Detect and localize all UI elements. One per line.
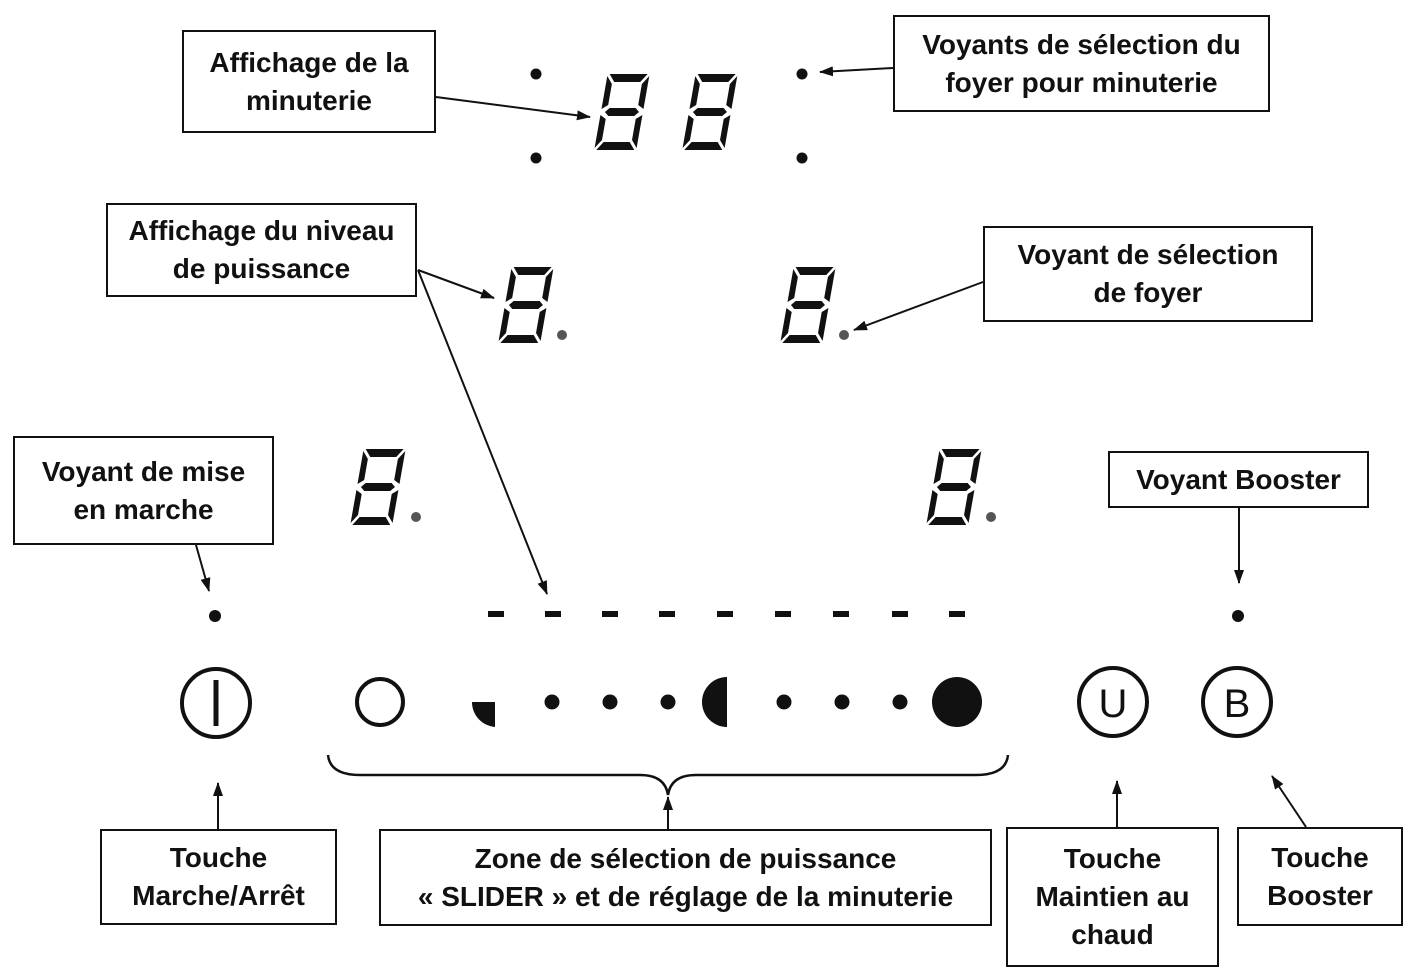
label-booster-key: Touche Booster [1237, 827, 1403, 926]
keep-warm-symbol: U [1099, 682, 1128, 726]
label-keep-warm-key: Touche Maintien au chaud [1006, 827, 1219, 967]
arrow-booster-key [1271, 775, 1307, 828]
arrow-power-display-1 [417, 269, 495, 299]
slider-full-icon [932, 677, 982, 727]
timer-digit-units [682, 74, 738, 150]
arrow-timer-display [435, 96, 591, 121]
slider-dot-5 [834, 694, 850, 710]
slider-dot-4 [776, 694, 792, 710]
timer-digit-tens [594, 74, 650, 150]
keep-warm-key[interactable]: U [1077, 666, 1149, 738]
on-off-key[interactable] [180, 667, 252, 739]
power-icon [180, 667, 252, 739]
timer-zone-led-bottom-right [796, 152, 808, 164]
label-timer-display: Affichage de la minuterie [182, 30, 436, 133]
power-display-rear-right [780, 267, 836, 343]
label-booster-led: Voyant Booster [1108, 451, 1369, 508]
booster-symbol: B [1224, 682, 1251, 726]
label-slider-zone: Zone de sélection de puissance « SLIDER … [379, 829, 992, 926]
decimal-point-rear-right [839, 330, 849, 340]
timer-zone-led-top-left [530, 68, 542, 80]
power-display-front-right [926, 449, 982, 525]
decimal-point-rear-left [557, 330, 567, 340]
arrow-power-on-led [195, 544, 211, 592]
power-slider[interactable] [355, 677, 982, 727]
arrow-timer-zone-leds [819, 66, 894, 77]
power-display-rear-left [498, 267, 554, 343]
booster-led [1232, 610, 1244, 622]
booster-icon [1201, 666, 1273, 738]
power-display-front-left [350, 449, 406, 525]
slider-level-indicators [488, 611, 965, 617]
label-power-on-led: Voyant de mise en marche [13, 436, 274, 545]
label-on-off-key: Touche Marche/Arrêt [100, 829, 337, 925]
slider-brace [326, 754, 1010, 796]
arrow-zone-led [853, 281, 984, 331]
keep-warm-icon [1077, 666, 1149, 738]
decimal-point-front-left [411, 512, 421, 522]
slider-dot-2 [602, 694, 618, 710]
label-power-level-display: Affichage du niveau de puissance [106, 203, 417, 297]
slider-low-icon [471, 702, 495, 727]
slider-half-icon [702, 677, 727, 727]
decimal-point-front-right [986, 512, 996, 522]
slider-off-icon [355, 677, 405, 727]
booster-key[interactable]: B [1201, 666, 1273, 738]
timer-zone-led-top-right [796, 68, 808, 80]
slider-dot-3 [660, 694, 676, 710]
slider-dot-1 [544, 694, 560, 710]
arrow-power-display-2 [417, 269, 548, 595]
slider-dot-6 [892, 694, 908, 710]
timer-zone-led-bottom-left [530, 152, 542, 164]
label-zone-led: Voyant de sélection de foyer [983, 226, 1313, 322]
label-timer-zone-leds: Voyants de sélection du foyer pour minut… [893, 15, 1270, 112]
power-on-led [209, 610, 221, 622]
